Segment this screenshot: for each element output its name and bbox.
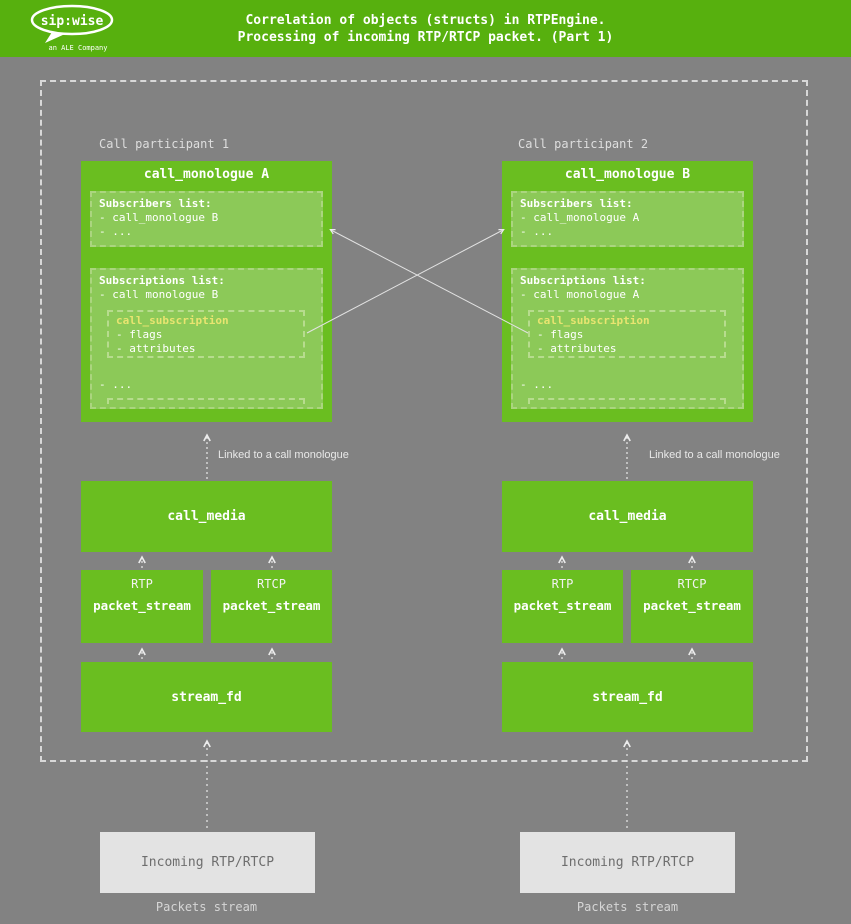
call-subscription-box-2: call_subscription - flags - attributes — [528, 310, 726, 358]
logo-bubble-tail-icon — [45, 32, 65, 43]
stream-fd-box-2: stream_fd — [502, 662, 753, 732]
sipwise-logo: sip:wise an ALE Company — [30, 4, 114, 52]
subscribers-item: - call_monologue A — [520, 211, 640, 224]
packet-stream-label: packet_stream — [222, 598, 321, 613]
subscribers-item: - ... — [520, 225, 554, 238]
incoming-label-2: Incoming RTP/RTCP — [560, 855, 695, 870]
logo-bubble-icon — [30, 4, 114, 36]
participant2-label: Call participant 2 — [518, 137, 649, 151]
call-subscription-partial-box-2 — [528, 398, 726, 407]
linked-label-1: Linked to a call monologue — [218, 449, 349, 461]
packet-stream-rtcp-box-1: RTCP packet_stream — [211, 570, 332, 643]
subscriptions-more-1: - ... — [99, 378, 133, 391]
packet-stream-rtp-box-2: RTP packet_stream — [502, 570, 623, 643]
linked-label-2: Linked to a call monologue — [649, 449, 780, 461]
subscriptions-item: - call monologue B — [99, 288, 219, 301]
page-title: Correlation of objects (structs) in RTPE… — [0, 12, 851, 46]
incoming-rtp-box-1: Incoming RTP/RTCP — [100, 832, 315, 893]
call-media-box-2: call_media — [502, 481, 753, 552]
rtp-label-2: RTP — [551, 577, 574, 591]
packets-stream-label-1: Packets stream — [155, 900, 258, 914]
subscription-item: - attributes — [116, 342, 196, 355]
logo-text: sip:wise — [41, 14, 104, 29]
subscription-item: - flags — [537, 328, 584, 341]
participant1-label: Call participant 1 — [99, 137, 230, 151]
stream-fd-label-1: stream_fd — [171, 689, 242, 705]
subscriptions-list-box-1: Subscriptions list: - call monologue B c… — [90, 268, 323, 409]
incoming-label-1: Incoming RTP/RTCP — [140, 855, 275, 870]
rtp-label-1: RTP — [131, 577, 153, 591]
call-media-label-1: call_media — [167, 509, 246, 524]
title-line1: Correlation of objects (structs) in RTPE… — [245, 13, 606, 28]
subscribers-title-1: Subscribers list: — [99, 197, 212, 210]
packet-stream-label: packet_stream — [93, 598, 191, 613]
subscriptions-list-box-2: Subscriptions list: - call monologue A c… — [511, 268, 744, 409]
call-monologue-a-title: call_monologue A — [143, 167, 270, 182]
subscription-item: - flags — [116, 328, 163, 341]
subscriptions-item: - call monologue A — [520, 288, 640, 301]
rtpengine-boundary — [40, 80, 808, 762]
packet-stream-label: packet_stream — [513, 598, 612, 613]
subscribers-item: - ... — [99, 225, 133, 238]
call-subscription-partial-box-1 — [107, 398, 305, 407]
title-line2: Processing of incoming RTP/RTCP packet. … — [237, 30, 614, 45]
rtcp-label-1: RTCP — [257, 577, 286, 591]
packet-stream-rtcp-box-2: RTCP packet_stream — [631, 570, 753, 643]
incoming-rtp-box-2: Incoming RTP/RTCP — [520, 832, 735, 893]
rtcp-label-2: RTCP — [677, 577, 707, 591]
call-subscription-title-2: call_subscription — [537, 314, 650, 327]
call-monologue-b-box: call_monologue B Subscribers list: - cal… — [502, 161, 753, 422]
subscriptions-title-1: Subscriptions list: — [99, 274, 225, 287]
call-subscription-box-1: call_subscription - flags - attributes — [107, 310, 305, 358]
logo-subtext: an ALE Company — [48, 44, 107, 52]
packets-stream-label-2: Packets stream — [576, 900, 679, 914]
call-media-label-2: call_media — [588, 509, 667, 524]
call-media-box-1: call_media — [81, 481, 332, 552]
subscribers-list-box-2: Subscribers list: - call_monologue A - .… — [511, 191, 744, 247]
subscription-item: - attributes — [537, 342, 617, 355]
subscribers-title-2: Subscribers list: — [520, 197, 633, 210]
call-monologue-b-title: call_monologue B — [564, 167, 691, 182]
call-monologue-a-box: call_monologue A Subscribers list: - cal… — [81, 161, 332, 422]
packet-stream-rtp-box-1: RTP packet_stream — [81, 570, 203, 643]
packet-stream-label: packet_stream — [643, 598, 741, 613]
header-bar: sip:wise an ALE Company Correlation of o… — [0, 0, 851, 57]
stream-fd-label-2: stream_fd — [592, 689, 663, 705]
subscribers-item: - call_monologue B — [99, 211, 219, 224]
subscriptions-more-2: - ... — [520, 378, 554, 391]
subscriptions-title-2: Subscriptions list: — [520, 274, 646, 287]
subscribers-list-box-1: Subscribers list: - call_monologue B - .… — [90, 191, 323, 247]
call-subscription-title-1: call_subscription — [116, 314, 229, 327]
stream-fd-box-1: stream_fd — [81, 662, 332, 732]
